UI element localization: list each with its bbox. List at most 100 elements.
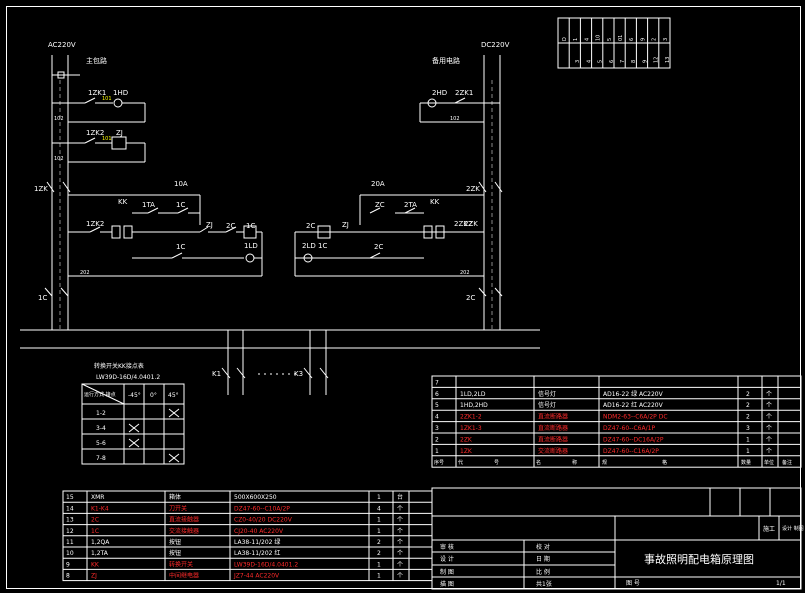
switch-row-3: 5-6 [96, 440, 106, 447]
part-no: 9 [66, 561, 70, 568]
part-name: 直流断路器 [538, 424, 568, 432]
code-cell: 9 [642, 60, 648, 63]
part-unit: 个 [766, 436, 772, 443]
label-1ta: 1TA [142, 201, 155, 209]
label-1c-b: 1C [246, 222, 255, 230]
part-unit: 个 [766, 414, 772, 421]
code-cell: 8 [631, 60, 637, 63]
part-qty: 1 [377, 494, 381, 501]
code-header: 10 [596, 35, 602, 41]
label-1c-d: 1C [38, 294, 47, 302]
part-spec: CJ20-40 AC220V [234, 528, 284, 535]
part-spec: LW39D-16D/4.0401.2 [234, 561, 298, 568]
parts-header: 称 [572, 459, 577, 466]
stage-sub-label: 设计 制图 [782, 525, 804, 532]
parts-header: 序号 [434, 459, 444, 466]
part-spec: DZ47-60--DC16A/2P [603, 436, 664, 443]
parts-header: 格 [662, 459, 667, 466]
label-2c-left: 2C [226, 222, 235, 230]
part-spec: JZ7-44 AC220V [233, 573, 280, 580]
left-bus-label: 主包路 [86, 56, 107, 65]
part-qty: 2 [746, 414, 750, 421]
part-code: 1,2QA [91, 539, 110, 546]
parts-header: 名 [536, 459, 541, 466]
part-code: 1ZK [460, 448, 473, 455]
part-unit: 个 [397, 539, 403, 546]
part-code: 1,2TA [91, 550, 109, 557]
switch-row-4: 7-8 [96, 455, 106, 462]
parts-header: 号 [494, 460, 499, 466]
part-code: 2C [91, 517, 99, 524]
tb-review: 审 核 [440, 543, 454, 551]
part-code: 1ZK1-3 [460, 425, 482, 432]
part-qty: 1 [377, 561, 381, 568]
part-name: 按钮 [169, 538, 181, 546]
part-name: 中间继电器 [169, 572, 199, 580]
right-supply-label: DC220V [481, 41, 510, 49]
label-k3: K3 [294, 370, 303, 378]
code-cell: 5 [598, 60, 604, 63]
code-header: 01 [618, 35, 624, 41]
code-header: 9 [640, 38, 646, 41]
switch-row-2: 3-4 [96, 425, 106, 432]
part-no: 5 [435, 402, 439, 409]
code-cell: 3 [575, 60, 581, 63]
label-1hd: 1HD [113, 89, 128, 97]
part-name: 按钮 [169, 549, 181, 557]
switch-table-title: 转换开关KK接点表 [94, 362, 144, 370]
label-1c-right: 1C [318, 242, 327, 250]
part-no: 7 [435, 379, 439, 386]
part-qty: 1 [377, 517, 381, 524]
part-unit: 个 [766, 391, 772, 398]
part-unit: 个 [397, 561, 403, 568]
switch-table-h2: 0° [150, 392, 157, 399]
switch-table-model: LW39D-16D/4.0401.2 [96, 374, 160, 381]
label-2ld: 2LD [302, 242, 316, 250]
part-code: 2ZK [460, 436, 473, 443]
code-cell: 4 [586, 60, 592, 63]
part-qty: 2 [377, 539, 381, 546]
parts-header: 单位 [764, 459, 774, 466]
part-code: XMR [91, 494, 104, 501]
part-spec: LA38-11/202 绿 [234, 538, 280, 546]
part-code: K1-K4 [91, 505, 109, 512]
part-spec: NDM2-63--C6A/2P DC [603, 414, 668, 421]
wire-202-left: 202 [80, 270, 90, 276]
part-no: 8 [66, 573, 70, 580]
part-qty: 1 [377, 528, 381, 535]
part-spec: DZ47-60--C10A/2P [234, 505, 290, 512]
part-spec: AD16-22 绿 AC220V [603, 390, 664, 398]
parts-header: 代 [458, 459, 463, 466]
part-code: 1HD,2HD [460, 402, 488, 409]
drawing-frame [6, 6, 801, 589]
code-header: 5 [607, 38, 613, 41]
part-no: 15 [66, 494, 74, 501]
label-2c-a: 2C [306, 222, 315, 230]
part-qty: 1 [746, 436, 750, 443]
part-no: 14 [66, 505, 74, 512]
switch-row-1: 1-2 [96, 410, 106, 417]
part-spec: 500X600X250 [234, 494, 277, 501]
part-no: 4 [435, 414, 439, 421]
part-code: 2ZK1-2 [460, 414, 482, 421]
wire-101-b: 101 [102, 136, 112, 142]
part-unit: 个 [766, 425, 772, 432]
part-code: ZJ [91, 573, 97, 580]
part-name: 转换开关 [169, 560, 193, 568]
part-name: 直流断路器 [538, 435, 568, 443]
code-header: 3 [663, 38, 669, 41]
tb-date: 日 期 [536, 555, 550, 563]
right-bus-label: 备用电路 [432, 56, 460, 65]
part-code: KK [91, 561, 100, 568]
part-no: 3 [435, 425, 439, 432]
label-2zk2: 2ZK2 [454, 220, 472, 228]
part-qty: 2 [746, 391, 750, 398]
label-10a: 10A [174, 180, 188, 188]
part-code: 1LD,2LD [460, 391, 486, 398]
parts-header: 备注 [782, 459, 792, 466]
part-name: 信号灯 [538, 390, 556, 398]
label-1zk: 1ZK [34, 185, 48, 193]
